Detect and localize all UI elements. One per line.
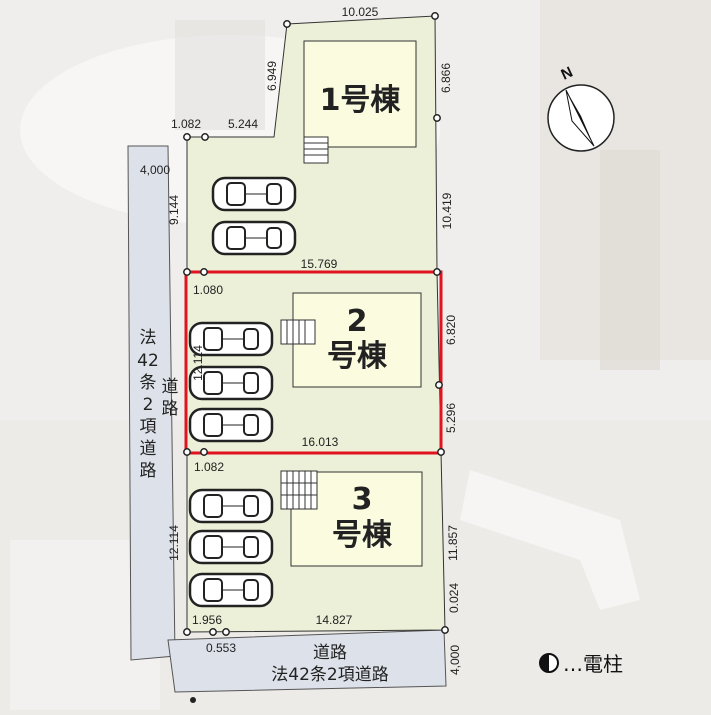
dim-6820: 6.820	[444, 315, 458, 345]
dim-1956: 1.956	[192, 613, 222, 627]
boundary-marker	[435, 381, 443, 389]
boundary-marker	[222, 628, 230, 636]
parked-car	[188, 488, 274, 524]
parked-car	[188, 321, 274, 357]
bottom-road-label-1: 道路	[313, 643, 347, 663]
svg-text:路: 路	[140, 461, 157, 481]
dim-6866: 6.866	[439, 63, 453, 93]
boundary-marker	[200, 268, 208, 276]
dim-1082-mid: 1.082	[194, 460, 224, 474]
boundary-marker	[283, 20, 291, 28]
dim-5244: 5.244	[228, 117, 258, 131]
boundary-marker	[431, 12, 439, 20]
dim-9144: 9.144	[167, 195, 181, 225]
parked-car	[188, 572, 274, 608]
lot-2-highlight	[184, 270, 443, 455]
boundary-marker	[209, 628, 217, 636]
boundary-marker	[200, 448, 208, 456]
svg-text:項: 項	[140, 417, 157, 437]
entrance-steps-3	[280, 470, 318, 510]
compass-icon: N	[547, 64, 615, 152]
boundary-marker	[433, 268, 441, 276]
svg-text:条: 条	[140, 373, 157, 393]
boundary-marker	[433, 114, 441, 122]
svg-text:42: 42	[137, 351, 159, 371]
dim-15769: 15.769	[301, 257, 338, 271]
dim-12114-lot2: 12.114	[191, 345, 205, 381]
dim-5296: 5.296	[444, 403, 458, 433]
dim-12114-lot3: 12.114	[167, 525, 181, 561]
dim-0553: 0.553	[206, 641, 236, 655]
building-2-label: 号棟	[327, 339, 388, 374]
svg-text:法: 法	[140, 328, 157, 348]
boundary-marker	[183, 448, 191, 456]
dim-4000-bottom: 4,000	[448, 645, 462, 675]
entrance-steps-1	[303, 136, 329, 164]
building-2-number: 2	[347, 304, 368, 339]
building-3-label: 号棟	[332, 518, 393, 553]
boundary-marker	[183, 133, 191, 141]
boundary-marker	[441, 626, 449, 634]
dim-11857: 11.857	[446, 525, 460, 561]
svg-text:2: 2	[143, 395, 154, 415]
building-1	[303, 40, 417, 148]
left-road-label: 法 42 条 2 項 道 路 道 路	[137, 328, 178, 481]
building-3-number: 3	[352, 482, 373, 517]
parked-car	[211, 176, 297, 212]
parked-car	[188, 529, 274, 565]
dim-16013: 16.013	[302, 435, 339, 449]
dim-10419: 10.419	[440, 192, 454, 229]
boundary-marker	[183, 628, 191, 636]
parked-car	[211, 220, 297, 256]
legend-label: …電柱	[563, 652, 623, 676]
boundary-markers	[183, 12, 449, 636]
legend: …電柱	[539, 652, 623, 676]
bottom-road-label-2: 法42条2項道路	[271, 665, 388, 685]
parking-cars	[188, 176, 297, 608]
boundary-marker	[437, 448, 445, 456]
svg-text:路: 路	[162, 399, 179, 419]
parked-car	[188, 365, 274, 401]
boundary-marker	[183, 268, 191, 276]
svg-text:道: 道	[162, 377, 179, 397]
parked-car	[188, 407, 274, 443]
dim-6949: 6.949	[265, 61, 279, 91]
dim-top-10025: 10.025	[342, 5, 379, 19]
bottom-road	[167, 629, 447, 693]
entrance-steps-2	[280, 319, 316, 345]
dim-14827: 14.827	[316, 613, 353, 627]
dim-1080: 1.080	[193, 283, 223, 297]
building-1-label: 1号棟	[320, 83, 402, 118]
dim-1082-top: 1.082	[171, 117, 201, 131]
dim-4000-left: 4,000	[140, 163, 170, 177]
boundary-marker	[201, 133, 209, 141]
dim-0024: 0.024	[447, 583, 461, 613]
svg-text:道: 道	[140, 439, 157, 459]
utility-pole-marker	[190, 697, 196, 703]
